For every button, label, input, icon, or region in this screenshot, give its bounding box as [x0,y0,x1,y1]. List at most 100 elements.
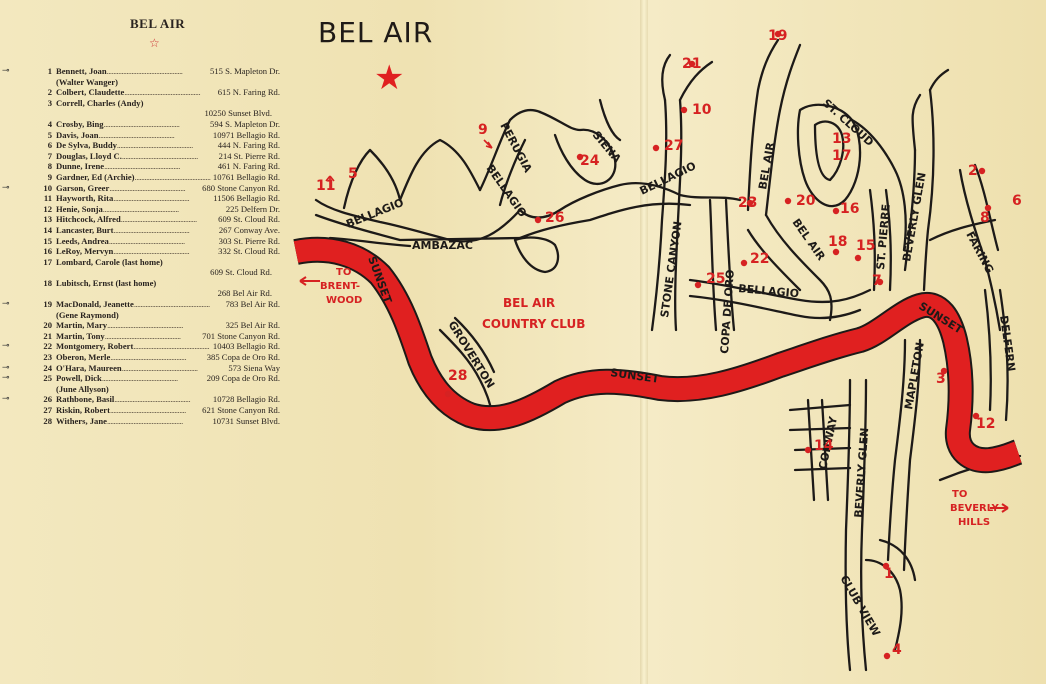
entry-name: De Sylva, Buddy [56,140,117,151]
entry-number: 16 [43,246,52,257]
entry-name: Powell, Dick [56,373,102,384]
entry-number: 21 [43,330,52,341]
entry-number: 13 [43,214,52,225]
marker-number: 24 [580,153,600,169]
marker-number: 15 [856,238,875,254]
entry-address: 594 S. Mapleton Dr. [210,118,280,129]
entry-name: Oberon, Merle [56,352,111,363]
entry-number: 27 [43,405,52,415]
entry-number: 20 [43,320,52,331]
entry-number: 24 [43,362,52,373]
directory-entry: 6De Sylva, Buddy444 N. Faring Rd. [30,140,280,151]
entry-address: 209 Copa de Oro Rd. [206,373,280,384]
marker-dot [774,30,782,38]
entry-number: 5 [47,129,52,140]
label-to-bh-3: HILLS [958,517,990,528]
marker-dot [576,153,584,161]
entry-number: 1 [47,66,52,76]
street-bellagio-east [688,278,872,304]
street-siena-2 [598,98,622,142]
entry-name: Dunne, Irene [56,161,105,172]
street-delfern-2 [998,288,1009,422]
arrow-beverly-hills [990,503,1009,513]
entry-subline: 268 Bel Air Rd. [217,288,272,299]
marker-number: 18 [828,234,847,250]
pin-icon: ⊸ [2,340,10,351]
directory-entry: ⊸24O'Hara, Maureen573 Siena Way [2,362,280,374]
street-beverly-glen-south [844,378,852,672]
marker-dot [832,207,840,215]
entry-address: 701 Stone Canyon Rd. [202,330,280,341]
street-mapleton-2 [902,338,922,572]
entry-name: Hitchcock, Alfred [56,214,121,225]
street-stone-canyon [650,98,668,332]
entry-number: 14 [43,224,52,235]
street-groverton [438,328,494,414]
entry-address: 303 St. Pierre Rd. [218,235,280,246]
marker-number: 13 [832,131,851,147]
entry-address: 385 Copa de Oro Rd. [206,352,280,363]
pin-icon: ⊸ [2,181,10,192]
street-delfern [983,288,992,412]
pin-icon: ⊸ [2,298,10,309]
pin-icon: ⊸ [2,65,10,75]
marker-number: 27 [664,138,683,154]
entry-name: Rathbone, Basil [56,394,115,405]
marker-number: 7 [872,273,882,289]
street-pond [513,236,560,274]
entry-address: 444 N. Faring Rd. [217,140,280,151]
street-bellagio-center-2 [518,202,692,240]
entry-name: Garson, Greer [56,182,110,193]
label-st-pierre: ST. PIERRE [874,203,893,270]
street-bel-air-lower [764,213,833,322]
marker-dot [832,248,840,256]
label-faring: FARING [963,229,996,275]
marker-dot [688,60,696,68]
resident-markers: 1234567891011121314151617181920212223242… [316,28,1022,660]
street-west-spur-1 [342,148,402,210]
street-st-cloud-2 [850,118,907,252]
street-beverly-glen-north [903,148,917,272]
marker-number: 3 [936,371,946,387]
entry-address: 10731 Sunset Blvd. [212,415,280,426]
marker-dot [984,204,992,212]
entry-address: 609 St. Cloud Rd. [218,214,280,225]
entry-number: 12 [43,203,52,214]
marker-number: 5 [348,166,358,182]
direction-arrows [299,139,1009,513]
marker-dot [876,278,884,286]
marker-dot [972,412,980,420]
entry-name: Montgomery, Robert [56,341,134,352]
entry-number: 28 [43,415,52,426]
entry-address: 615 N. Faring Rd. [217,87,280,98]
label-beverly-glen-south: BEVERLY GLEN [852,427,871,518]
marker-dot [978,167,986,175]
entry-number: 8 [47,161,52,172]
entry-name: Leeds, Andrea [56,235,109,246]
marker-number: 26 [545,210,564,226]
label-to-brentwood-1: TO [336,267,351,278]
marker-number: 9 [478,122,488,138]
marker-number: 20 [796,193,816,209]
entry-name: Correll, Charles (Andy) [56,97,144,108]
marker-dot [444,390,452,398]
marker-dot [740,259,748,267]
street-bel-air-lower-2 [746,228,802,292]
entry-number: 18 [43,277,52,288]
marker-number: 2 [968,163,978,179]
entry-address: 325 Bel Air Rd. [225,320,280,331]
entry-subline: (Walter Wanger) [56,76,118,87]
marker-dot [883,652,891,660]
street-network [314,38,1022,672]
entry-name: Riskin, Robert [56,405,110,415]
